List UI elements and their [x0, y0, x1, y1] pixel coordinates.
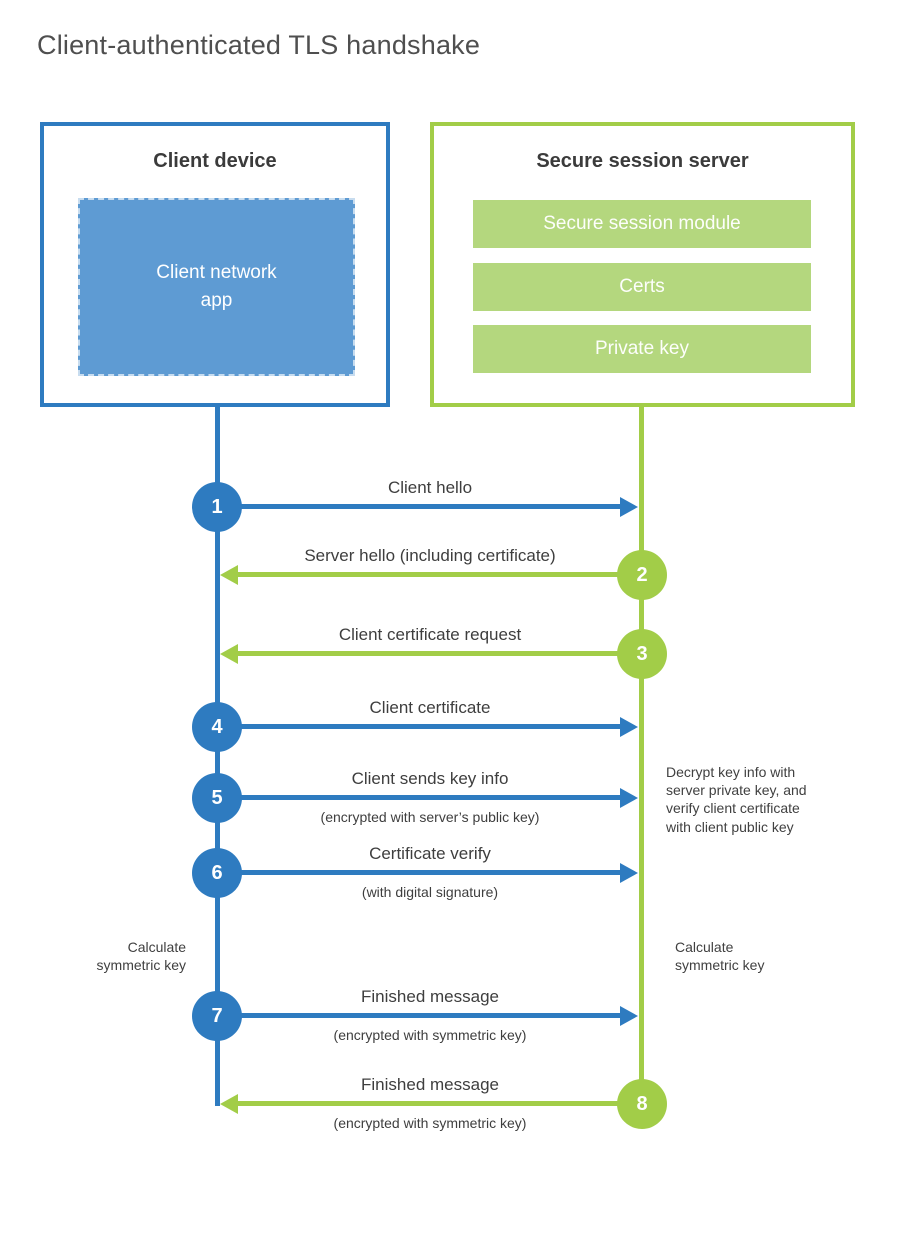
- arrowhead-left-icon: [220, 644, 238, 664]
- server-module-private-key: Private key: [473, 325, 811, 373]
- message-label: Client hello: [387, 478, 473, 497]
- client-network-app-box: Client network app: [78, 198, 355, 376]
- arrowhead-left-icon: [220, 1094, 238, 1114]
- step-badge-8: 8: [617, 1079, 667, 1129]
- step-badge-4: 4: [192, 702, 242, 752]
- client-device-box: Client device Client network app: [40, 122, 390, 407]
- message-label: Client sends key info: [351, 769, 509, 788]
- arrowhead-right-icon: [620, 788, 638, 808]
- client-lifeline: [215, 407, 220, 1106]
- arrow-right: [230, 795, 620, 800]
- arrowhead-right-icon: [620, 497, 638, 517]
- client-device-title: Client device: [153, 150, 277, 172]
- arrow-left: [238, 1101, 628, 1106]
- step-badge-5: 5: [192, 773, 242, 823]
- message-label: Finished message: [361, 987, 499, 1006]
- arrow-left: [238, 651, 628, 656]
- message-label: Finished message: [361, 1075, 499, 1094]
- message-sublabel: (encrypted with symmetric key): [333, 1115, 527, 1131]
- message-label: Client certificate: [369, 698, 491, 717]
- arrowhead-right-icon: [620, 717, 638, 737]
- message-sublabel: (encrypted with server’s public key): [320, 809, 540, 825]
- client-calculate-key-note: Calculate symmetric key: [96, 939, 186, 974]
- secure-session-server-title: Secure session server: [536, 150, 749, 172]
- server-calculate-key-note: Calculate symmetric key: [675, 939, 765, 974]
- server-module-certs: Certs: [473, 263, 811, 311]
- step-badge-1: 1: [192, 482, 242, 532]
- page-title: Client-authenticated TLS handshake: [37, 30, 481, 60]
- server-decrypt-note: Decrypt key info with server private key…: [666, 764, 807, 835]
- message-sublabel: (encrypted with symmetric key): [333, 1027, 527, 1043]
- server-module-secure-session: Secure session module: [473, 200, 811, 248]
- arrowhead-left-icon: [220, 565, 238, 585]
- message-label: Certificate verify: [369, 844, 491, 863]
- message-sublabel: (with digital signature): [361, 884, 499, 900]
- arrow-right: [230, 504, 620, 509]
- step-badge-6: 6: [192, 848, 242, 898]
- step-badge-2: 2: [617, 550, 667, 600]
- secure-session-server-box: Secure session server Secure session mod…: [430, 122, 855, 407]
- arrowhead-right-icon: [620, 1006, 638, 1026]
- arrowhead-right-icon: [620, 863, 638, 883]
- step-badge-7: 7: [192, 991, 242, 1041]
- step-badge-3: 3: [617, 629, 667, 679]
- message-label: Client certificate request: [338, 625, 522, 644]
- message-label: Server hello (including certificate): [304, 546, 556, 565]
- server-lifeline: [639, 407, 644, 1106]
- arrow-left: [238, 572, 628, 577]
- arrow-right: [230, 724, 620, 729]
- arrow-right: [230, 1013, 620, 1018]
- arrow-right: [230, 870, 620, 875]
